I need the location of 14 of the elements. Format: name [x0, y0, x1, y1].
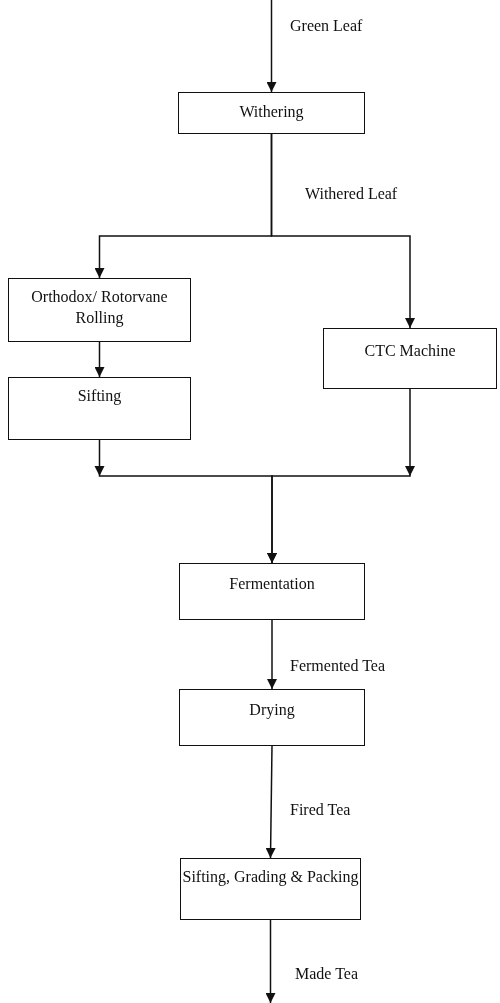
- box-label: Orthodox/ Rotorvane Rolling: [30, 287, 169, 329]
- process-box: [8, 377, 191, 440]
- process-box: [179, 563, 365, 620]
- process-box: [323, 328, 497, 389]
- box-label: Sifting: [77, 386, 122, 407]
- process-box: [178, 92, 365, 134]
- box-label: Fermentation: [229, 574, 315, 594]
- process-box: [179, 689, 365, 746]
- box-label: CTC Machine: [364, 341, 456, 361]
- box-label: Drying: [249, 700, 295, 721]
- process-box: [8, 278, 191, 342]
- process-box: [180, 858, 361, 920]
- box-label: Withering: [239, 102, 304, 123]
- box-label: Sifting, Grading & Packing: [182, 867, 359, 888]
